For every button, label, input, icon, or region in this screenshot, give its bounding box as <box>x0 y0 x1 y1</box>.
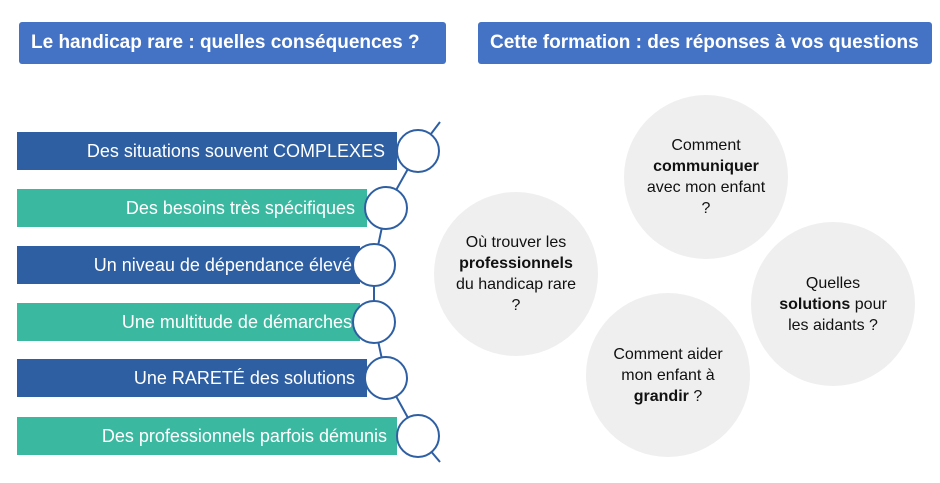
question-text: pour les aidants ? <box>788 295 887 334</box>
chain-ring <box>364 186 408 230</box>
chain-ring <box>352 300 396 344</box>
question-text: Quelles <box>805 274 861 292</box>
consequence-label: Des professionnels parfois démunis <box>101 426 387 446</box>
consequence-bar-rarete: Une RARETÉ des solutions <box>17 359 367 397</box>
question-professionnels: Où trouver les professionnels du handica… <box>434 192 598 356</box>
consequence-label: Des besoins très spécifiques <box>125 198 355 218</box>
question-text: Comment <box>671 137 741 154</box>
consequence-bar-professionnels: Des professionnels parfois démunis <box>17 417 397 455</box>
question-keyword: solutions <box>779 295 851 313</box>
question-text: avec mon enfant ? <box>646 179 766 217</box>
question-text: ? <box>693 387 703 405</box>
consequence-label: Des situations souvent COMPLEXES <box>86 141 385 161</box>
header-consequences: Le handicap rare : quelles conséquences … <box>19 22 446 64</box>
chain-ring <box>396 129 440 173</box>
consequence-bar-complexes: Des situations souvent COMPLEXES <box>17 132 397 170</box>
chain-curve <box>373 121 441 463</box>
question-keyword: grandir <box>633 387 689 405</box>
consequence-bar-dependance: Un niveau de dépendance élevé <box>17 246 360 284</box>
header-formation: Cette formation : des réponses à vos que… <box>478 22 932 64</box>
consequence-label: Une RARETÉ des solutions <box>133 368 355 388</box>
chain-ring <box>396 414 440 458</box>
consequence-label: Une multitude de démarches <box>121 312 352 332</box>
consequence-bar-demarches: Une multitude de démarches <box>17 303 360 341</box>
consequence-label: Un niveau de dépendance élevé <box>93 255 352 275</box>
question-solutions: Quelles solutions pour les aidants ? <box>751 222 915 386</box>
question-keyword: communiquer <box>653 158 759 175</box>
consequence-bar-besoins: Des besoins très spécifiques <box>17 189 367 227</box>
question-grandir: Comment aider mon enfant à grandir ? <box>586 293 750 457</box>
question-keyword: professionnels <box>459 255 573 272</box>
chain-ring <box>352 243 396 287</box>
chain-ring <box>364 356 408 400</box>
question-text: Où trouver les <box>465 234 567 251</box>
question-communiquer: Comment communiquer avec mon enfant ? <box>624 95 788 259</box>
question-text: Comment aider mon enfant à <box>613 345 723 384</box>
question-text: du handicap rare ? <box>455 276 577 314</box>
